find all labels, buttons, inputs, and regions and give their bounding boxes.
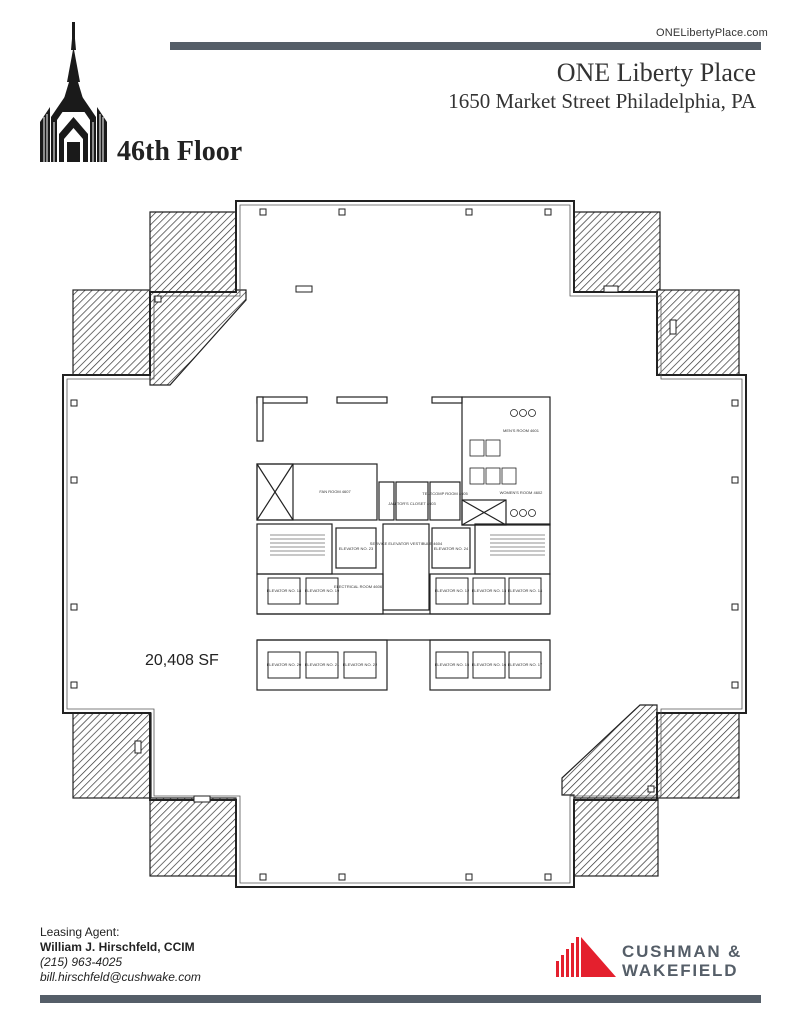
tower-logo-icon xyxy=(40,22,107,162)
elevator-label-17: ELEVATOR NO. 17 xyxy=(508,662,543,667)
elevator-label-20: ELEVATOR NO. 20 xyxy=(267,662,302,667)
terrace-sw xyxy=(72,712,237,877)
elevator-label-12: ELEVATOR NO. 12 xyxy=(435,588,470,593)
building-address: 1650 Market Street Philadelphia, PA xyxy=(448,89,756,113)
terrace-se xyxy=(561,704,740,877)
floor-title: 46th Floor xyxy=(117,136,243,167)
elevator-label-22: ELEVATOR NO. 22 xyxy=(343,662,378,667)
stairs xyxy=(270,534,545,556)
elevator-label-16: ELEVATOR NO. 16 xyxy=(472,662,507,667)
header-rule xyxy=(170,42,761,50)
room-label-electrical: ELECTRICAL ROOM 4606 xyxy=(334,584,383,589)
elevator-cabs xyxy=(267,577,542,679)
leasing-agent-block: Leasing Agent: William J. Hirschfeld, CC… xyxy=(40,925,201,985)
terrace-nw xyxy=(72,211,247,386)
brand-line-1: CUSHMAN & xyxy=(622,942,743,961)
elevator-label-24: ELEVATOR NO. 24 xyxy=(434,546,469,551)
core-walls xyxy=(256,396,463,442)
room-label-service-vestibule: SERVICE ELEVATOR VESTIBULE 4604 xyxy=(370,541,443,546)
elevator-label-14: ELEVATOR NO. 14 xyxy=(508,588,543,593)
agent-title: Leasing Agent: xyxy=(40,925,120,939)
brand-wordmark: CUSHMAN & WAKEFIELD xyxy=(622,942,742,980)
floor-outline xyxy=(62,200,747,888)
elevator-label-13: ELEVATOR NO. 13 xyxy=(472,588,507,593)
agent-phone[interactable]: (215) 963-4025 xyxy=(40,955,123,969)
floor-area-label: 20,408 SF xyxy=(145,652,219,669)
room-label-womens: WOMEN'S ROOM 4602 xyxy=(500,490,544,495)
elevator-label-21: ELEVATOR NO. 21 xyxy=(305,662,340,667)
agent-email[interactable]: bill.hirschfeld@cushwake.com xyxy=(40,970,201,984)
core xyxy=(256,396,551,691)
site-url[interactable]: ONELibertyPlace.com xyxy=(655,27,768,39)
elevator-label-19: ELEVATOR NO. 19 xyxy=(305,588,340,593)
perimeter-columns xyxy=(70,208,739,881)
agent-name: William J. Hirschfeld, CCIM xyxy=(40,940,195,954)
footer-rule xyxy=(40,995,761,1003)
brand-line-2: WAKEFIELD xyxy=(622,961,739,980)
elevator-label-23: ELEVATOR NO. 23 xyxy=(339,546,374,551)
elevator-label-18: ELEVATOR NO. 18 xyxy=(267,588,302,593)
room-label-fan: FAN ROOM 4607 xyxy=(319,489,351,494)
room-labels: FAN ROOM 4607 JANITOR'S CLOSET 4603 TELE… xyxy=(267,428,543,667)
building-name: ONE Liberty Place xyxy=(556,58,756,87)
restroom-fixtures xyxy=(469,409,536,517)
room-label-telecom: TELECOMP ROOM 4605 xyxy=(422,491,468,496)
room-label-janitor: JANITOR'S CLOSET 4603 xyxy=(388,501,436,506)
floor-outline-inner xyxy=(66,204,743,884)
room-label-mens: MEN'S ROOM 4601 xyxy=(503,428,540,433)
elevator-label-15: ELEVATOR NO. 15 xyxy=(435,662,470,667)
cushman-wakefield-logo-icon xyxy=(556,937,616,977)
